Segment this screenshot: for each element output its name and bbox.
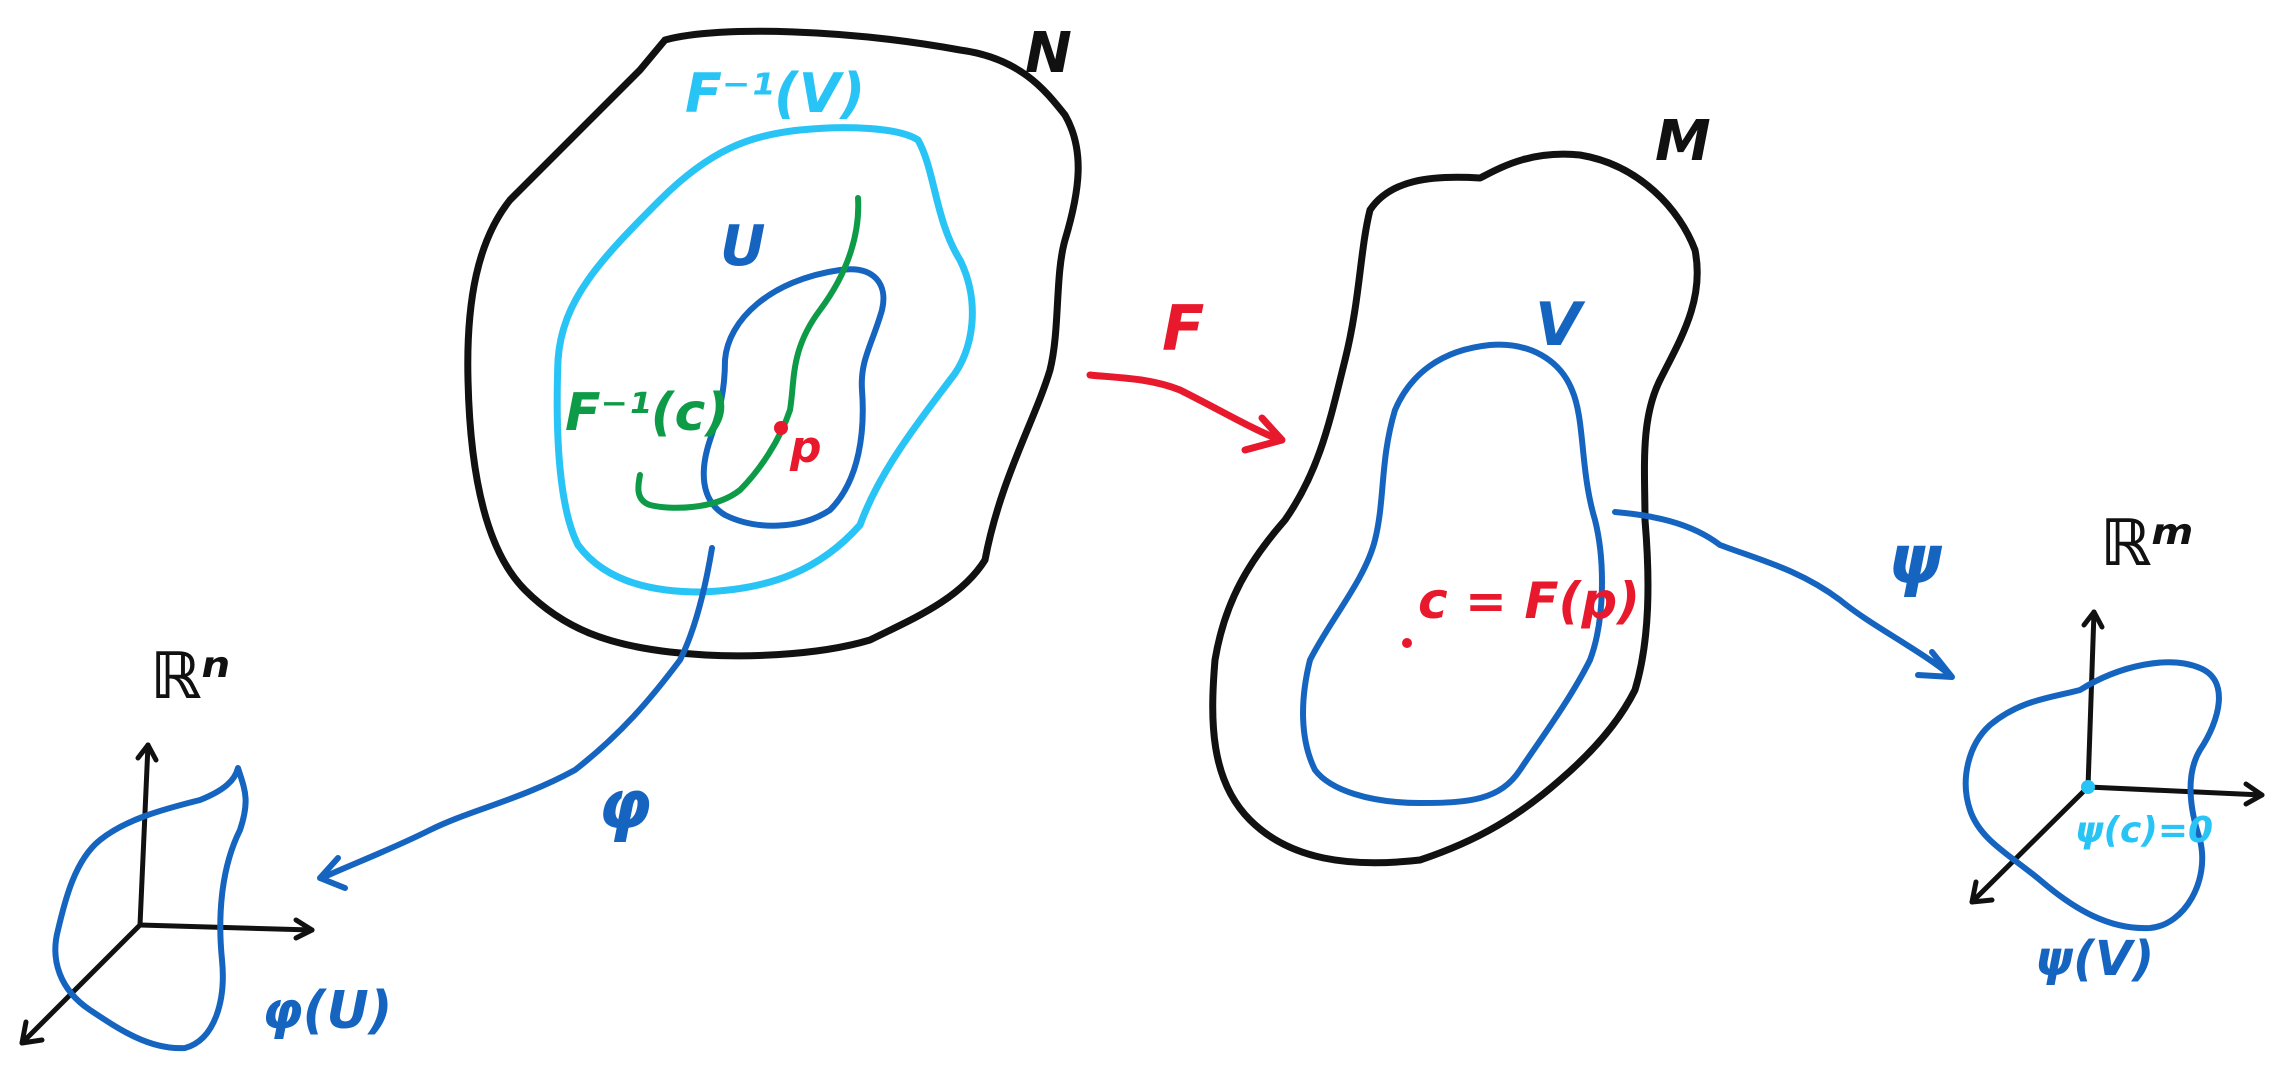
point-c xyxy=(1402,638,1412,648)
label-v: V xyxy=(1535,290,1586,360)
label-rm: ℝᵐ xyxy=(2100,507,2194,581)
map-f-arrowhead xyxy=(1241,414,1286,454)
phi-u-region xyxy=(52,765,249,1052)
manifold-n-boundary xyxy=(464,27,1082,660)
rm-axes xyxy=(1969,609,2265,905)
map-f-arrow xyxy=(1086,371,1284,444)
open-set-v-boundary xyxy=(1300,341,1605,806)
label-psi-v: ψ(V) xyxy=(2035,931,2154,987)
label-rn: ℝⁿ xyxy=(150,640,230,714)
label-p: p xyxy=(789,422,822,473)
point-p xyxy=(774,421,788,435)
psi-v-region xyxy=(1962,659,2222,932)
label-phi: φ xyxy=(598,766,651,845)
label-phi-u: φ(U) xyxy=(262,981,392,1041)
open-set-u-boundary xyxy=(700,266,887,529)
chart-psi-arrow xyxy=(1612,509,1953,678)
chart-phi-arrowhead xyxy=(317,855,348,891)
label-psi-c-zero: ψ(c)=0 xyxy=(2075,810,2213,851)
psi-c-point xyxy=(2081,780,2095,794)
label-m: M xyxy=(1655,109,1711,174)
label-c-equals-fp: c = F(p) xyxy=(1418,572,1640,630)
label-f: F xyxy=(1162,292,1204,365)
preimage-v-boundary xyxy=(553,124,976,596)
label-preimage-v: F⁻¹(V) xyxy=(685,62,865,125)
manifold-m-boundary xyxy=(1209,150,1701,867)
label-n: N xyxy=(1025,21,1072,86)
label-u: U xyxy=(720,214,765,279)
rn-axes xyxy=(19,742,315,1046)
chart-phi-arrow xyxy=(319,545,715,881)
label-preimage-c: F⁻¹(c) xyxy=(565,383,729,443)
label-psi: ψ xyxy=(1888,521,1943,600)
chart-psi-arrowhead xyxy=(1915,649,1955,680)
